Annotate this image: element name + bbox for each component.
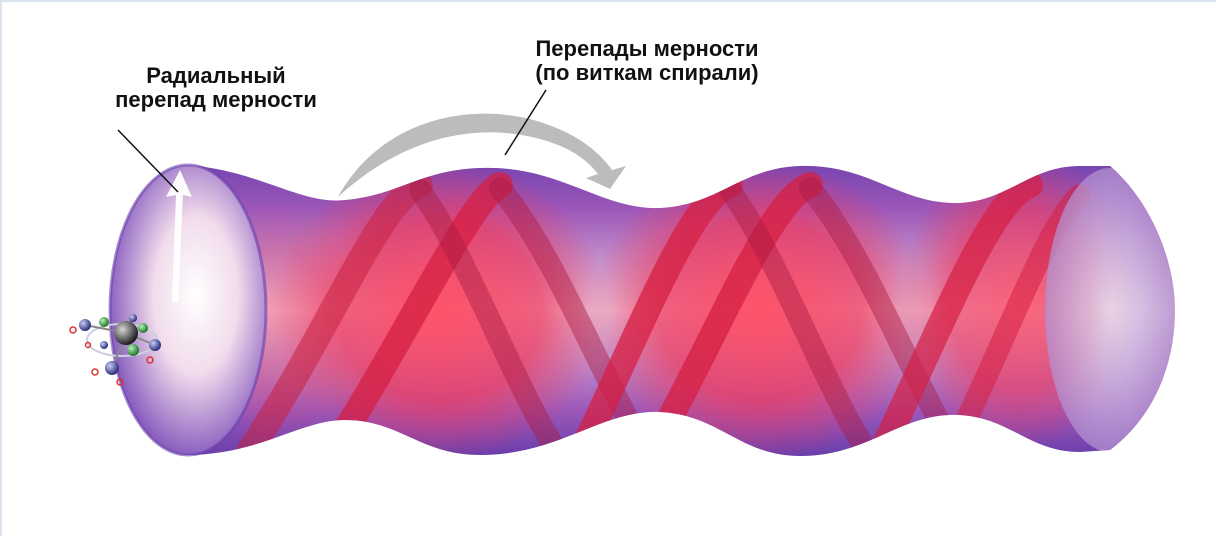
helix-strands [237, 172, 1091, 456]
radial-label-line2: перепад мерности [115, 87, 317, 112]
dimension-tube [185, 165, 1175, 456]
radial-arrow [166, 170, 192, 302]
radial-label-line1: Радиальный [146, 63, 286, 88]
spiral-label-line1: Перепады мерности [535, 36, 759, 61]
spiral-leader-line [504, 89, 547, 156]
radial-leader-line [117, 129, 179, 193]
tube-end-cap [110, 165, 266, 455]
spiral-arrow [338, 113, 626, 197]
spiral-gradient-label: Перепады мерности (по виткам спирали) [480, 37, 814, 85]
radial-gradient-label: Радиальный перепад мерности [78, 64, 354, 112]
spiral-label-line2: (по виткам спирали) [535, 60, 759, 85]
molecule-illustration [69, 314, 161, 386]
